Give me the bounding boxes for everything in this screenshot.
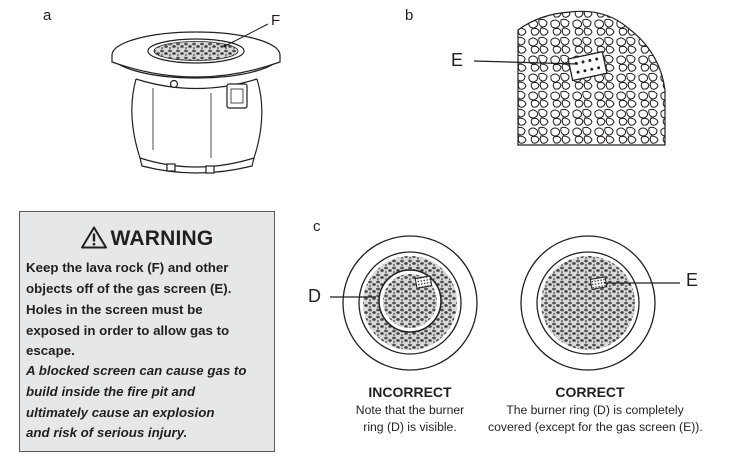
incorrect-heading: INCORRECT — [368, 384, 452, 400]
panel-label-c: c — [313, 218, 321, 235]
warning-title: WARNING — [20, 226, 274, 255]
incorrect-caption-line: Note that the burner — [355, 403, 465, 417]
warning-italic-line: and risk of serious injury. — [26, 425, 188, 440]
correct-burner-drawing — [520, 235, 680, 371]
callout-f: F — [271, 12, 281, 29]
warning-line: escape. — [26, 343, 75, 358]
callout-e-rocks: E — [451, 50, 464, 70]
warning-title-text: WARNING — [110, 227, 214, 250]
warning-italic-line: A blocked screen can cause gas to — [26, 363, 247, 378]
warning-box: WARNING Keep the lava rock (F) and other… — [19, 211, 275, 452]
correct-heading: CORRECT — [555, 384, 625, 400]
correct-caption-line: The burner ring (D) is completely — [506, 403, 684, 417]
warning-line: Holes in the screen must be — [26, 302, 203, 317]
warning-triangle-icon — [80, 226, 107, 255]
fire-pit-drawing — [111, 23, 281, 174]
warning-line: exposed in order to allow gas to — [26, 323, 230, 338]
warning-italic-line: build inside the fire pit and — [26, 384, 196, 399]
callout-e-correct: E — [686, 270, 699, 290]
warning-line: Keep the lava rock (F) and other — [26, 260, 229, 275]
panel-label-b: b — [405, 7, 414, 24]
callout-d: D — [308, 286, 321, 306]
rock-bed-drawing — [473, 10, 666, 146]
warning-line: objects off of the gas screen (E). — [26, 281, 232, 296]
correct-caption-line: covered (except for the gas screen (E)). — [488, 420, 703, 434]
panel-label-a: a — [43, 7, 52, 24]
incorrect-caption-line: ring (D) is visible. — [363, 420, 457, 434]
warning-italic-line: ultimately cause an explosion — [26, 405, 215, 420]
incorrect-burner-drawing — [330, 235, 478, 371]
